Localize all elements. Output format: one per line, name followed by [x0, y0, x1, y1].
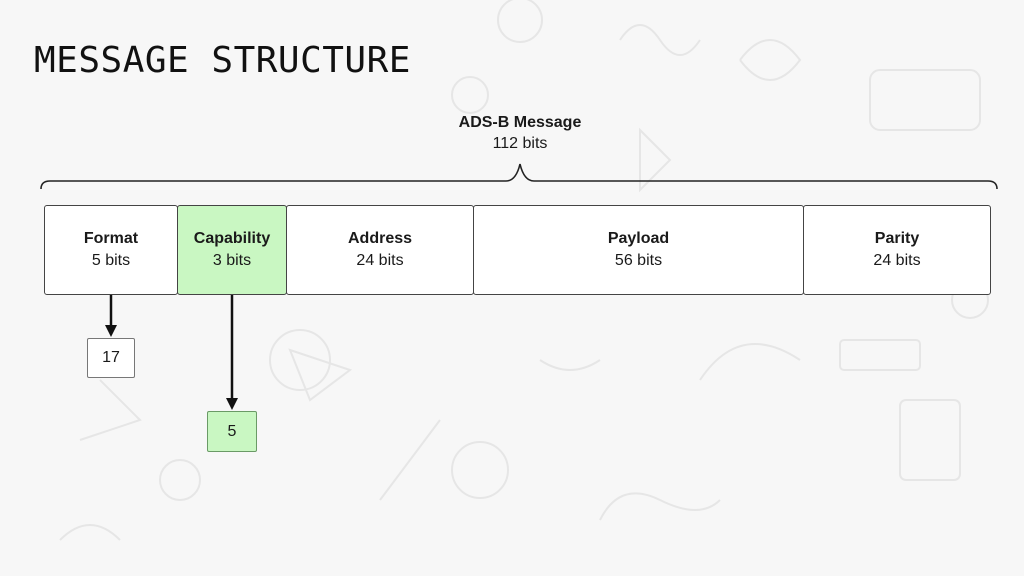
- field-parity: Parity 24 bits: [803, 205, 991, 295]
- message-bits: 112 bits: [492, 135, 548, 152]
- field-bits: 3 bits: [212, 252, 252, 269]
- field-name: Payload: [607, 230, 670, 247]
- field-bits: 24 bits: [356, 252, 404, 269]
- capability-value-box: 5: [207, 411, 257, 452]
- field-format: Format 5 bits: [44, 205, 178, 295]
- format-value-box: 17: [87, 338, 135, 378]
- field-name: Parity: [874, 230, 920, 247]
- field-name: Format: [83, 230, 139, 247]
- field-name: Address: [347, 230, 413, 247]
- field-bits: 5 bits: [91, 252, 131, 269]
- field-capability: Capability 3 bits: [177, 205, 287, 295]
- slide-title: MESSAGE STRUCTURE: [34, 40, 411, 81]
- field-payload: Payload 56 bits: [473, 205, 804, 295]
- message-label: ADS-B Message 112 bits: [420, 112, 620, 154]
- message-title: ADS-B Message: [458, 114, 582, 131]
- field-bits: 24 bits: [873, 252, 921, 269]
- field-address: Address 24 bits: [286, 205, 474, 295]
- field-name: Capability: [193, 230, 271, 247]
- field-bits: 56 bits: [614, 252, 663, 269]
